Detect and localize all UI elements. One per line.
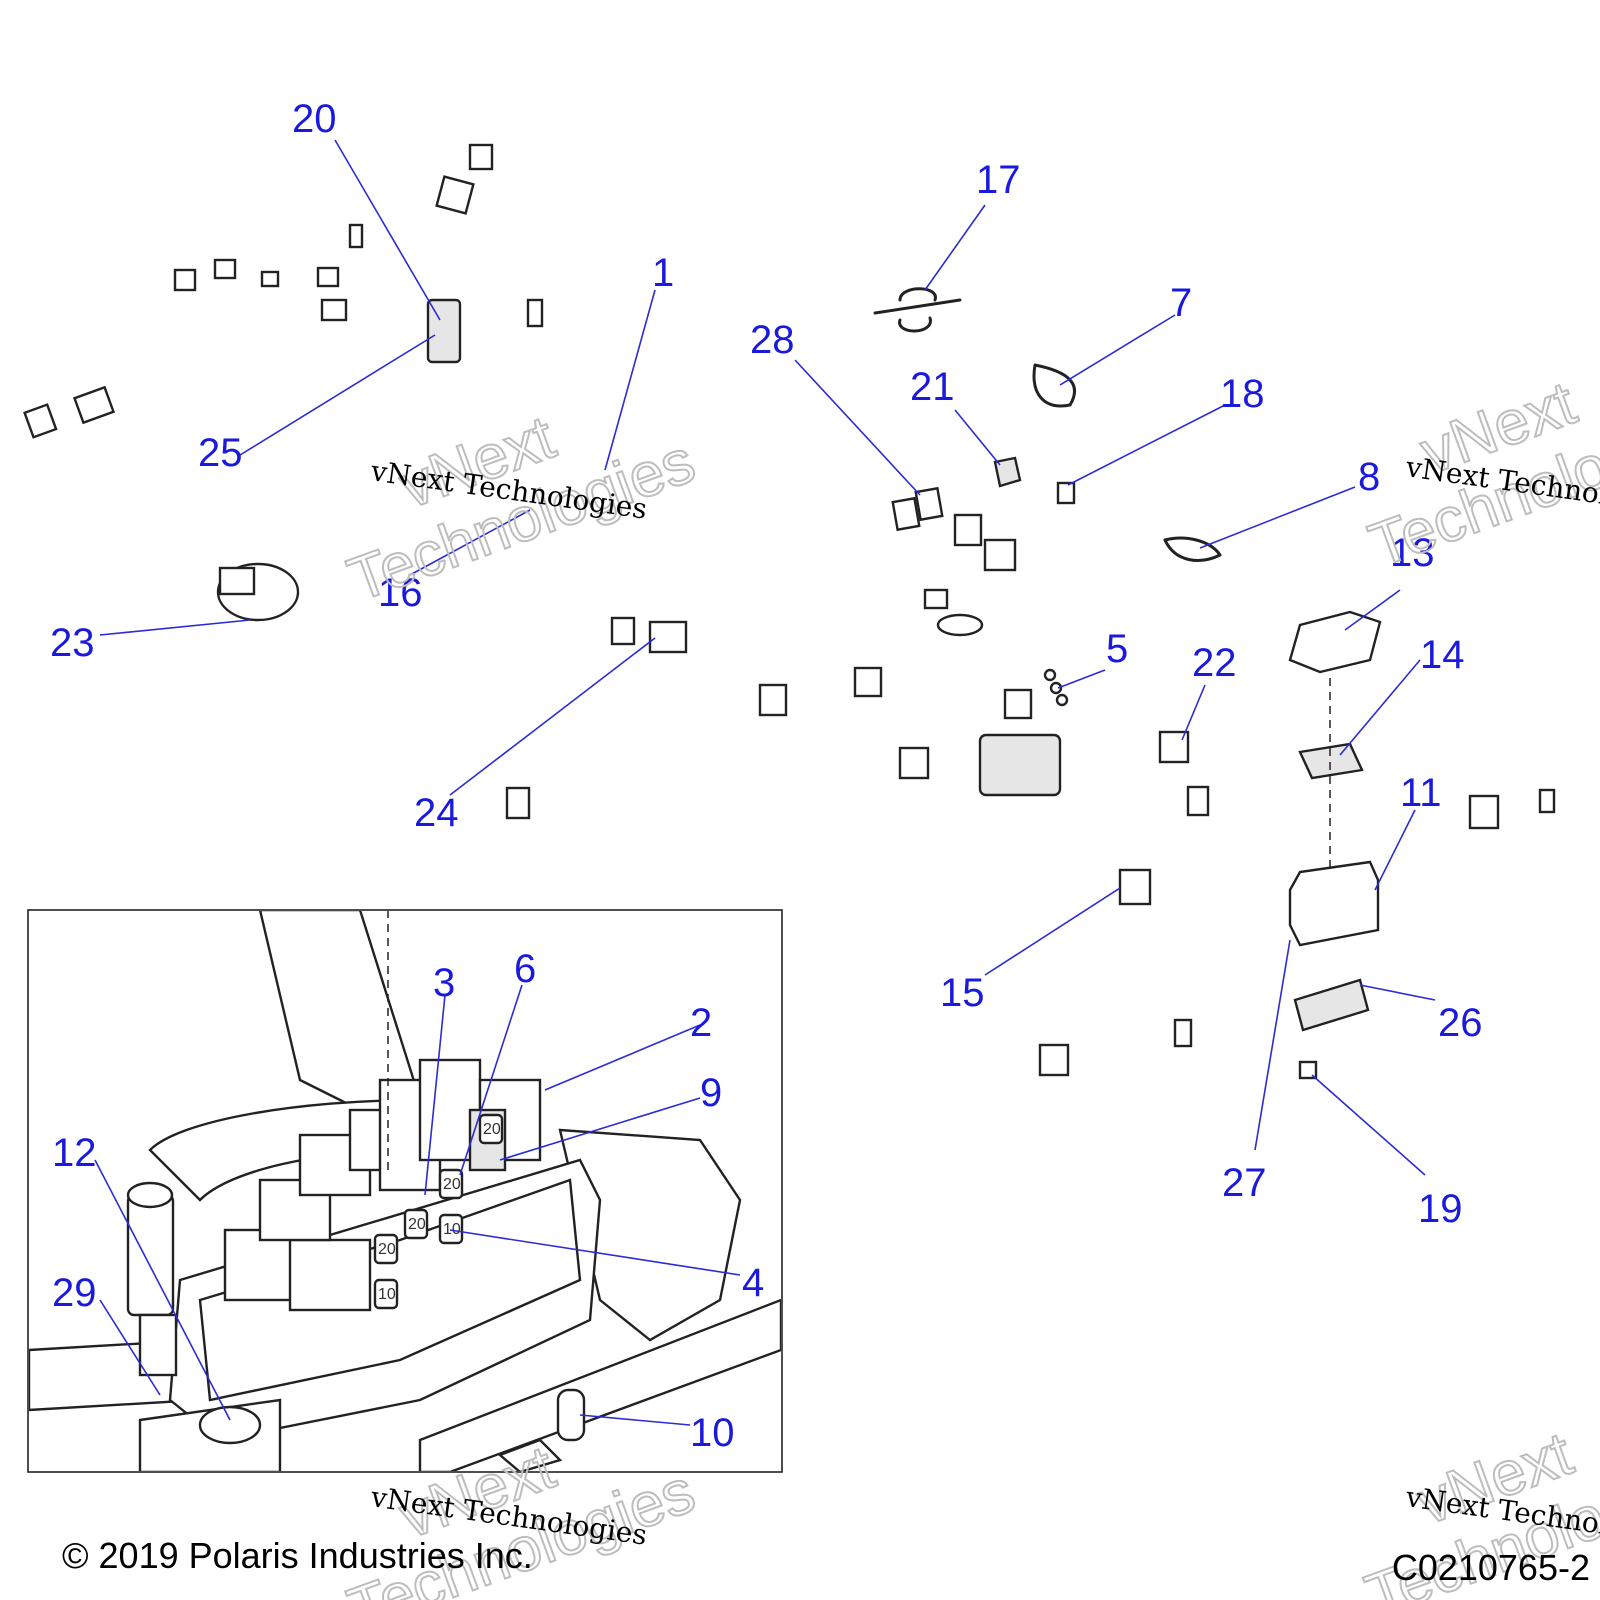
clip-21 <box>993 456 1022 488</box>
fuse-box-11 <box>1288 860 1380 947</box>
callout-13: 13 <box>1390 531 1435 575</box>
callout-2: 2 <box>690 1001 712 1045</box>
callout-15: 15 <box>940 971 985 1015</box>
cable-tie-8 <box>1163 536 1222 562</box>
terminal-12 <box>198 1405 262 1445</box>
callout-numbers: 20 25 1 16 23 24 17 7 28 21 18 8 13 14 5… <box>50 97 1483 1455</box>
fuse-box-cover-13 <box>1288 610 1382 674</box>
callout-28: 28 <box>750 318 795 362</box>
callout-9: 9 <box>700 1071 722 1115</box>
callout-8: 8 <box>1358 455 1380 499</box>
callout-17: 17 <box>976 158 1021 202</box>
callout-10: 10 <box>690 1411 735 1455</box>
central-module <box>978 733 1062 797</box>
callout-29: 29 <box>52 1271 97 1315</box>
connector-29 <box>138 1313 178 1377</box>
callout-19: 19 <box>1418 1187 1463 1231</box>
figure-code: C0210765-2 <box>1392 1547 1590 1588</box>
callout-7: 7 <box>1170 281 1192 325</box>
fuse <box>373 1278 399 1310</box>
callout-5: 5 <box>1106 627 1128 671</box>
callout-12: 12 <box>52 1131 97 1175</box>
callout-21: 21 <box>910 365 955 409</box>
clip-17 <box>873 287 962 333</box>
callout-11: 11 <box>1400 771 1442 815</box>
fuse-label: 10 <box>378 1286 396 1303</box>
fuse <box>403 1208 429 1240</box>
callout-24: 24 <box>414 791 459 835</box>
label-14 <box>1298 742 1364 780</box>
callout-3: 3 <box>433 961 455 1005</box>
callout-27: 27 <box>1222 1161 1267 1205</box>
fuse-label: 20 <box>483 1121 501 1138</box>
callout-4: 4 <box>742 1261 764 1305</box>
callout-23: 23 <box>50 621 95 665</box>
fuse <box>438 1168 464 1200</box>
relay-20-25 <box>426 298 462 364</box>
fuse-label: 20 <box>408 1216 426 1233</box>
terminals-26 <box>1293 978 1370 1032</box>
callout-22: 22 <box>1192 641 1237 685</box>
callout-6: 6 <box>514 947 536 991</box>
callout-26: 26 <box>1438 1001 1483 1045</box>
callout-14: 14 <box>1420 633 1465 677</box>
callout-20: 20 <box>292 97 337 141</box>
fuse-label: 20 <box>443 1176 461 1193</box>
fuse <box>438 1213 464 1245</box>
relay <box>288 1238 372 1312</box>
callout-16: 16 <box>378 571 423 615</box>
leader-lines <box>94 139 1436 1426</box>
cable-tie-7 <box>1032 363 1077 408</box>
inset-detail-panel: 20 20 20 20 10 10 <box>27 909 783 1473</box>
callout-18: 18 <box>1220 372 1265 416</box>
callout-1: 1 <box>652 251 674 295</box>
fuse <box>478 1113 504 1145</box>
harness-components <box>23 143 1556 1080</box>
copyright-text: © 2019 Polaris Industries Inc. <box>62 1535 533 1576</box>
fuse-label: 20 <box>378 1241 396 1258</box>
callout-25: 25 <box>198 431 243 475</box>
fuse <box>373 1233 399 1265</box>
